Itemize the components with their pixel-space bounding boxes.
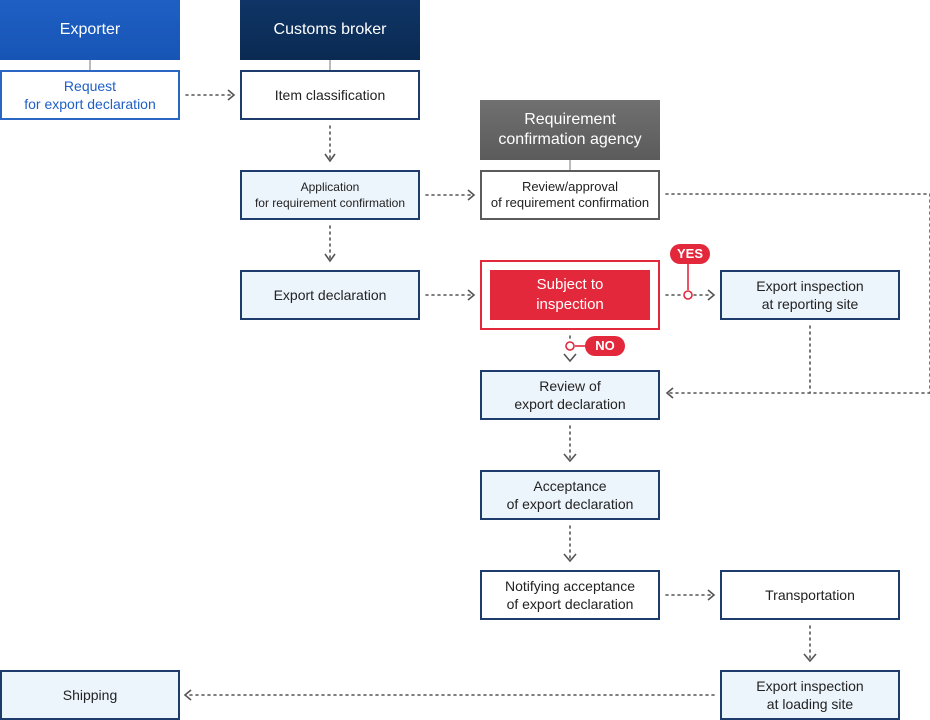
node-subject-to-inspection: Subject to inspection	[480, 260, 660, 330]
arrowhead-review	[467, 189, 476, 201]
node-item-classification: Item classification	[240, 70, 420, 120]
node-review-approval: Review/approval of requirement confirmat…	[480, 170, 660, 220]
arrowhead-acceptance	[563, 453, 577, 463]
branch-no-badge: NO	[585, 336, 625, 356]
node-request-export-declaration: Request for export declaration	[0, 70, 180, 120]
branch-yes-badge: YES	[670, 244, 710, 264]
node-export-inspection-reporting-site: Export inspection at reporting site	[720, 270, 900, 320]
yes-node	[683, 290, 693, 300]
arrowhead-classification	[227, 89, 236, 101]
arrowhead-application	[324, 153, 336, 163]
lane-header-exporter: Exporter	[0, 0, 180, 60]
lane-header-requirement-agency: Requirement confirmation agency	[480, 100, 660, 160]
lane-header-customs-broker: Customs broker	[240, 0, 420, 60]
node-export-inspection-loading-site: Export inspection at loading site	[720, 670, 900, 720]
arrowhead-transportation	[707, 589, 716, 601]
arrowhead-shipping	[183, 689, 192, 701]
arrowhead-review-declaration	[563, 353, 577, 363]
arrowhead-loading	[803, 653, 817, 663]
node-export-declaration: Export declaration	[240, 270, 420, 320]
arrowhead-declaration	[324, 253, 336, 263]
arrowhead-around	[665, 387, 674, 399]
no-node	[565, 341, 575, 351]
node-review-export-declaration: Review of export declaration	[480, 370, 660, 420]
node-application-requirement-confirmation: Application for requirement confirmation	[240, 170, 420, 220]
arrowhead-inspection	[467, 289, 476, 301]
node-transportation: Transportation	[720, 570, 900, 620]
node-shipping: Shipping	[0, 670, 180, 720]
node-acceptance-export-declaration: Acceptance of export declaration	[480, 470, 660, 520]
subject-to-inspection-label: Subject to inspection	[490, 270, 650, 320]
arrowhead-notifying	[563, 553, 577, 563]
arrowhead-reporting	[707, 289, 716, 301]
node-notifying-acceptance: Notifying acceptance of export declarati…	[480, 570, 660, 620]
